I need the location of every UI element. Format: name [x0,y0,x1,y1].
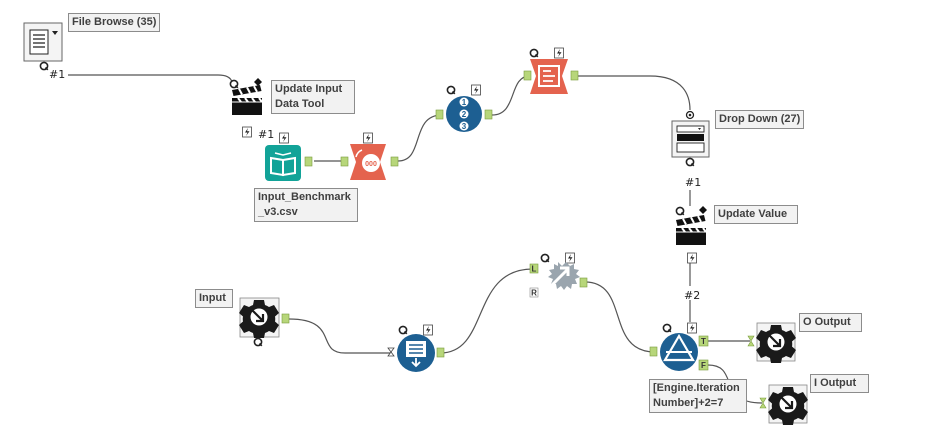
macro-input-label: Input [195,289,233,308]
update-input-anchor-label: #1 [258,128,274,141]
tool-record-id[interactable]: 000 [340,132,399,180]
update-input-label: Update Input Data Tool [271,80,355,114]
drop-down-label: Drop Down (27) [715,110,805,129]
tool-union[interactable] [387,324,445,372]
number-three: 3 [462,122,467,131]
i-output-label: I Output [810,374,869,393]
connection-union-append [439,268,534,354]
append-right-anchor[interactable]: R [531,289,537,298]
tool-append[interactable]: L R [529,252,588,298]
connection-append-filter [584,281,656,353]
tool-select[interactable] [523,47,579,94]
tool-update-value[interactable] [675,206,707,246]
file-browse-anchor-label: #1 [49,68,65,81]
tool-summarize[interactable]: 1 2 3 [435,84,493,132]
update-value-anchor-label: #2 [684,289,700,302]
lightning-badge-icon [687,252,697,264]
update-value-label: Update Value [714,205,798,224]
tool-o-output[interactable] [747,322,796,363]
tool-file-browse[interactable] [23,22,63,71]
append-left-anchor[interactable]: L [532,265,537,274]
connection-recordid-summarize [397,114,443,162]
connection-summarize-select [491,75,531,116]
file-browse-label: File Browse (35) [68,13,161,32]
tool-filter[interactable]: T F [649,322,709,371]
o-output-label: O Output [799,313,862,332]
filter-true-anchor[interactable]: T [701,337,706,346]
tool-i-output[interactable] [759,384,808,425]
tool-macro-input[interactable] [239,297,290,347]
tool-input-csv[interactable] [265,132,313,181]
connection-macroinput-union [288,318,392,354]
number-one: 1 [462,98,467,107]
lightning-badge-icon [242,126,252,138]
number-two: 2 [462,110,467,119]
connection-filebrowse-update [68,74,233,83]
tool-drop-down[interactable] [671,110,710,167]
input-csv-label: Input_Benchmark_v3.csv [254,188,358,222]
tool-update-input[interactable] [229,78,263,116]
connection-select-dropdown [578,75,691,111]
drop-down-anchor-label: #1 [685,176,701,189]
filter-label: [Engine.Iteration Number]+2=7 [649,379,747,413]
filter-false-anchor[interactable]: F [701,361,706,370]
svg-text:000: 000 [365,161,377,168]
